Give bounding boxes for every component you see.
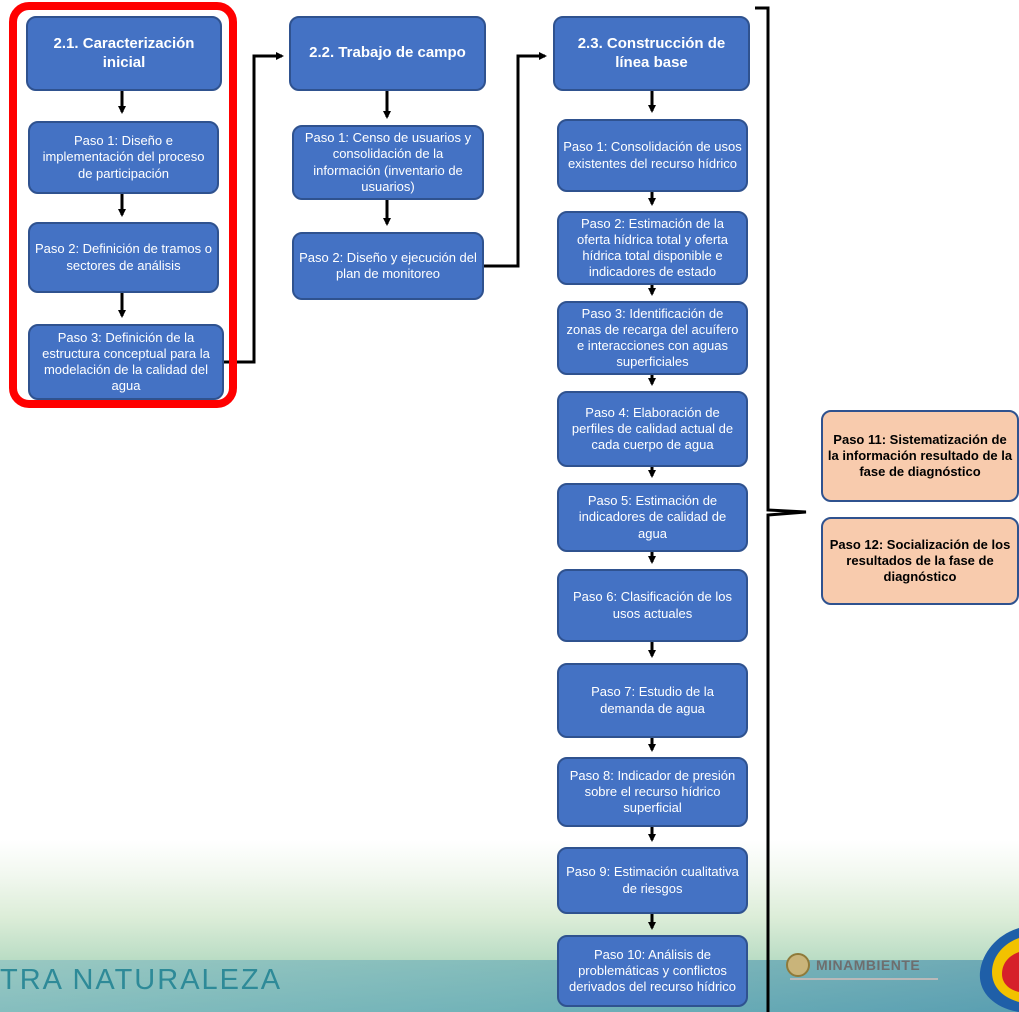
ministry-seal-icon bbox=[786, 953, 810, 977]
step-1-1: Paso 1: Diseño e implementación del proc… bbox=[28, 121, 219, 194]
footer-stripe bbox=[0, 960, 1019, 1012]
step-3-10: Paso 10: Análisis de problemáticas y con… bbox=[557, 935, 748, 1007]
footer-slogan: TRA NATURALEZA bbox=[0, 964, 283, 996]
step-11: Paso 11: Sistematización de la informaci… bbox=[821, 410, 1019, 502]
header-linea-base: 2.3. Construcción de línea base bbox=[553, 16, 750, 91]
header-trabajo-campo: 2.2. Trabajo de campo bbox=[289, 16, 486, 91]
step-3-7: Paso 7: Estudio de la demanda de agua bbox=[557, 663, 748, 738]
ministry-name: MINAMBIENTE bbox=[816, 957, 921, 973]
step-3-2: Paso 2: Estimación de la oferta hídrica … bbox=[557, 211, 748, 285]
highlight-frame bbox=[9, 2, 237, 408]
ministry-underline bbox=[790, 978, 938, 980]
step-3-4: Paso 4: Elaboración de perfiles de calid… bbox=[557, 391, 748, 467]
step-3-5: Paso 5: Estimación de indicadores de cal… bbox=[557, 483, 748, 552]
step-3-6: Paso 6: Clasificación de los usos actual… bbox=[557, 569, 748, 642]
step-2-1: Paso 1: Censo de usuarios y consolidació… bbox=[292, 125, 484, 200]
step-3-1: Paso 1: Consolidación de usos existentes… bbox=[557, 119, 748, 192]
header-caracterizacion: 2.1. Caracterización inicial bbox=[26, 16, 222, 91]
step-3-9: Paso 9: Estimación cualitativa de riesgo… bbox=[557, 847, 748, 914]
step-1-2: Paso 2: Definición de tramos o sectores … bbox=[28, 222, 219, 293]
step-12: Paso 12: Socialización de los resultados… bbox=[821, 517, 1019, 605]
country-logo-icon bbox=[979, 928, 1019, 1012]
step-3-3: Paso 3: Identificación de zonas de recar… bbox=[557, 301, 748, 375]
step-3-8: Paso 8: Indicador de presión sobre el re… bbox=[557, 757, 748, 827]
step-1-3: Paso 3: Definición de la estructura conc… bbox=[28, 324, 224, 400]
step-2-2: Paso 2: Diseño y ejecución del plan de m… bbox=[292, 232, 484, 300]
ministry-logo: MINAMBIENTE bbox=[786, 950, 938, 980]
